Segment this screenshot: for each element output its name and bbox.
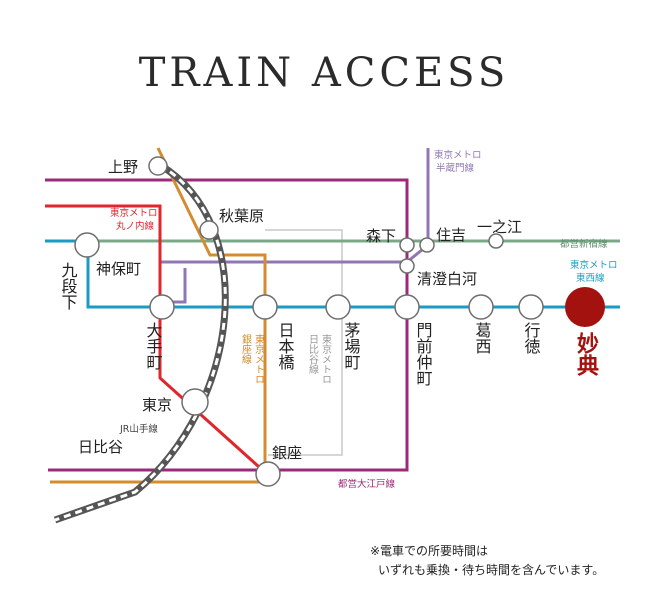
station-label-otemachi: 大手町 [144,322,163,370]
line-label-hanzomon-2: 半蔵門線 [436,162,475,174]
station-label-kudanshita: 九段下 [59,262,78,310]
station-node-gyotoku [518,294,544,320]
line-label-hibiya-1: 東京メトロ [320,333,332,384]
ginza-line [50,147,267,484]
station-label-ueno: 上野 [108,158,138,176]
hibiya-line [265,229,343,456]
station-node-tokyo [181,388,209,416]
oedo-line [45,178,409,472]
line-label-yamanote: JR山手線 [119,423,158,435]
destination-label: 妙典 [573,331,599,377]
line-label-ginza-1: 東京メトロ [253,333,265,384]
yamanote-line-inner [54,163,227,522]
station-label-gyotoku: 行徳 [522,322,541,354]
station-label-kasai: 葛西 [473,322,492,354]
station-node-monzen [394,294,420,320]
station-label-kayabacho: 茅場町 [342,322,361,370]
line-label-hibiya-2: 日比谷線 [307,334,319,374]
station-label-jimbocho: 神保町 [96,260,141,278]
station-node-morishita [399,237,415,253]
hanzomon-line [158,148,430,302]
line-label-tozai-1: 東京メトロ [570,259,618,271]
line-label-oedo: 都営大江戸線 [338,478,396,490]
station-label-morishita: 森下 [366,227,396,245]
station-node-ginza [255,461,281,487]
line-label-hanzomon-1: 東京メトロ [434,149,482,161]
line-label-ginza-2: 銀座線 [240,333,252,364]
destination-node [565,287,605,327]
line-label-shinjuku: 都営新宿線 [560,238,608,250]
line-label-marunouchi-1: 東京メトロ [110,207,158,219]
station-label-kiyosumi: 清澄白河 [417,270,477,288]
station-label-hibiya: 日比谷 [78,438,123,456]
station-node-sumiyoshi [419,237,435,253]
station-label-nihonbashi: 日本橋 [276,322,295,371]
line-label-marunouchi-2: 丸ノ内線 [116,220,155,232]
footnote-line-2: いずれも乗換・待ち時間を含んでいます。 [378,562,604,577]
station-node-akihabara [199,220,219,240]
station-label-sumiyoshi: 住吉 [436,226,466,244]
station-label-ginza: 銀座 [272,444,302,462]
station-label-akihabara: 秋葉原 [219,207,264,225]
station-label-tokyo: 東京 [142,396,172,414]
line-label-tozai-2: 東西線 [576,272,605,284]
station-node-ichinoe [488,233,504,249]
station-label-monzen: 門前仲町 [414,322,433,386]
station-node-otemachi [149,294,175,320]
station-node-ueno [148,156,168,176]
station-node-nihonbashi [252,294,278,320]
page-title: TRAIN ACCESS [139,50,510,96]
marunouchi-line [45,204,270,477]
footnote-line-1: ※電車での所要時間は [370,544,488,558]
station-node-kasai [468,294,494,320]
station-node-kudanshita [74,232,100,258]
station-node-kiyosumi [399,258,415,274]
station-node-kayabacho [325,294,351,320]
station-label-ichinoe: 一之江 [477,218,522,236]
